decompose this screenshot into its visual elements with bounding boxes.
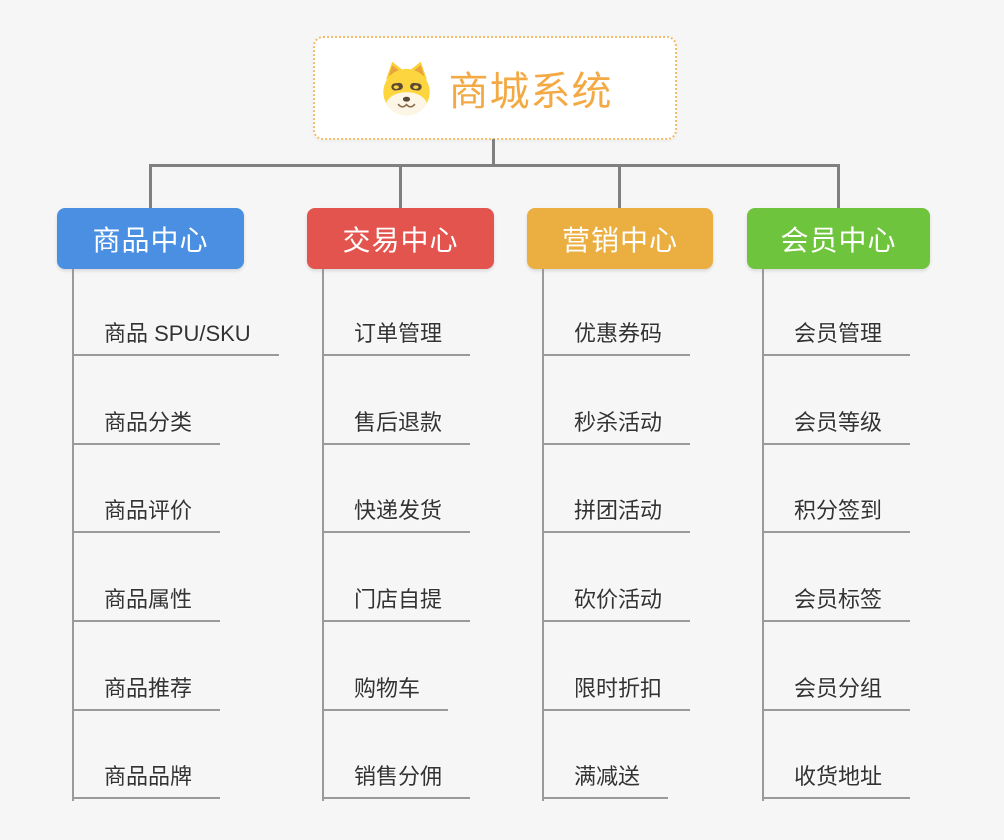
leaf-node[interactable]: 会员管理	[762, 318, 911, 356]
leaf-node[interactable]: 门店自提	[322, 584, 471, 622]
spine-trade-center	[322, 269, 324, 801]
leaf-node[interactable]: 会员分组	[762, 673, 911, 711]
leaf-node[interactable]: 商品推荐	[72, 673, 221, 711]
leaf-node[interactable]: 收货地址	[762, 761, 911, 799]
connector-horizontal-bar	[149, 164, 840, 167]
leaf-node[interactable]: 会员等级	[762, 407, 911, 445]
leaf-node[interactable]: 商品属性	[72, 584, 221, 622]
branch-node-trade-center[interactable]: 交易中心	[307, 208, 494, 269]
branch-node-member-center[interactable]: 会员中心	[747, 208, 930, 269]
leaf-node[interactable]: 拼团活动	[542, 495, 691, 533]
leaf-node[interactable]: 秒杀活动	[542, 407, 691, 445]
leaf-node[interactable]: 快递发货	[322, 495, 471, 533]
spine-marketing-center	[542, 269, 544, 801]
branch-node-product-center[interactable]: 商品中心	[57, 208, 244, 269]
connector-drop-marketing	[618, 164, 621, 210]
root-title: 商城系统	[448, 70, 613, 114]
leaf-node[interactable]: 销售分佣	[322, 761, 471, 799]
leaf-node[interactable]: 商品分类	[72, 407, 221, 445]
root-node-mall-system[interactable]: 商城系统	[313, 36, 677, 140]
spine-member-center	[762, 269, 764, 801]
leaf-node[interactable]: 商品品牌	[72, 761, 221, 799]
leaf-node[interactable]: 砍价活动	[542, 584, 691, 622]
connector-drop-member	[837, 164, 840, 210]
leaf-node[interactable]: 订单管理	[322, 318, 471, 356]
connector-drop-trade	[399, 164, 402, 210]
leaf-node[interactable]: 优惠券码	[542, 318, 691, 356]
connector-root-stem	[492, 139, 495, 166]
leaf-node[interactable]: 商品 SPU/SKU	[72, 318, 279, 356]
shiba-dog-icon	[382, 61, 430, 115]
leaf-node[interactable]: 商品评价	[72, 495, 221, 533]
leaf-node[interactable]: 满减送	[542, 761, 669, 799]
spine-product-center	[72, 269, 74, 801]
leaf-node[interactable]: 积分签到	[762, 495, 911, 533]
branch-node-marketing-center[interactable]: 营销中心	[527, 208, 713, 269]
leaf-node[interactable]: 售后退款	[322, 407, 471, 445]
leaf-node[interactable]: 限时折扣	[542, 673, 691, 711]
connector-drop-product	[149, 164, 152, 210]
leaf-node[interactable]: 会员标签	[762, 584, 911, 622]
leaf-node[interactable]: 购物车	[322, 673, 449, 711]
